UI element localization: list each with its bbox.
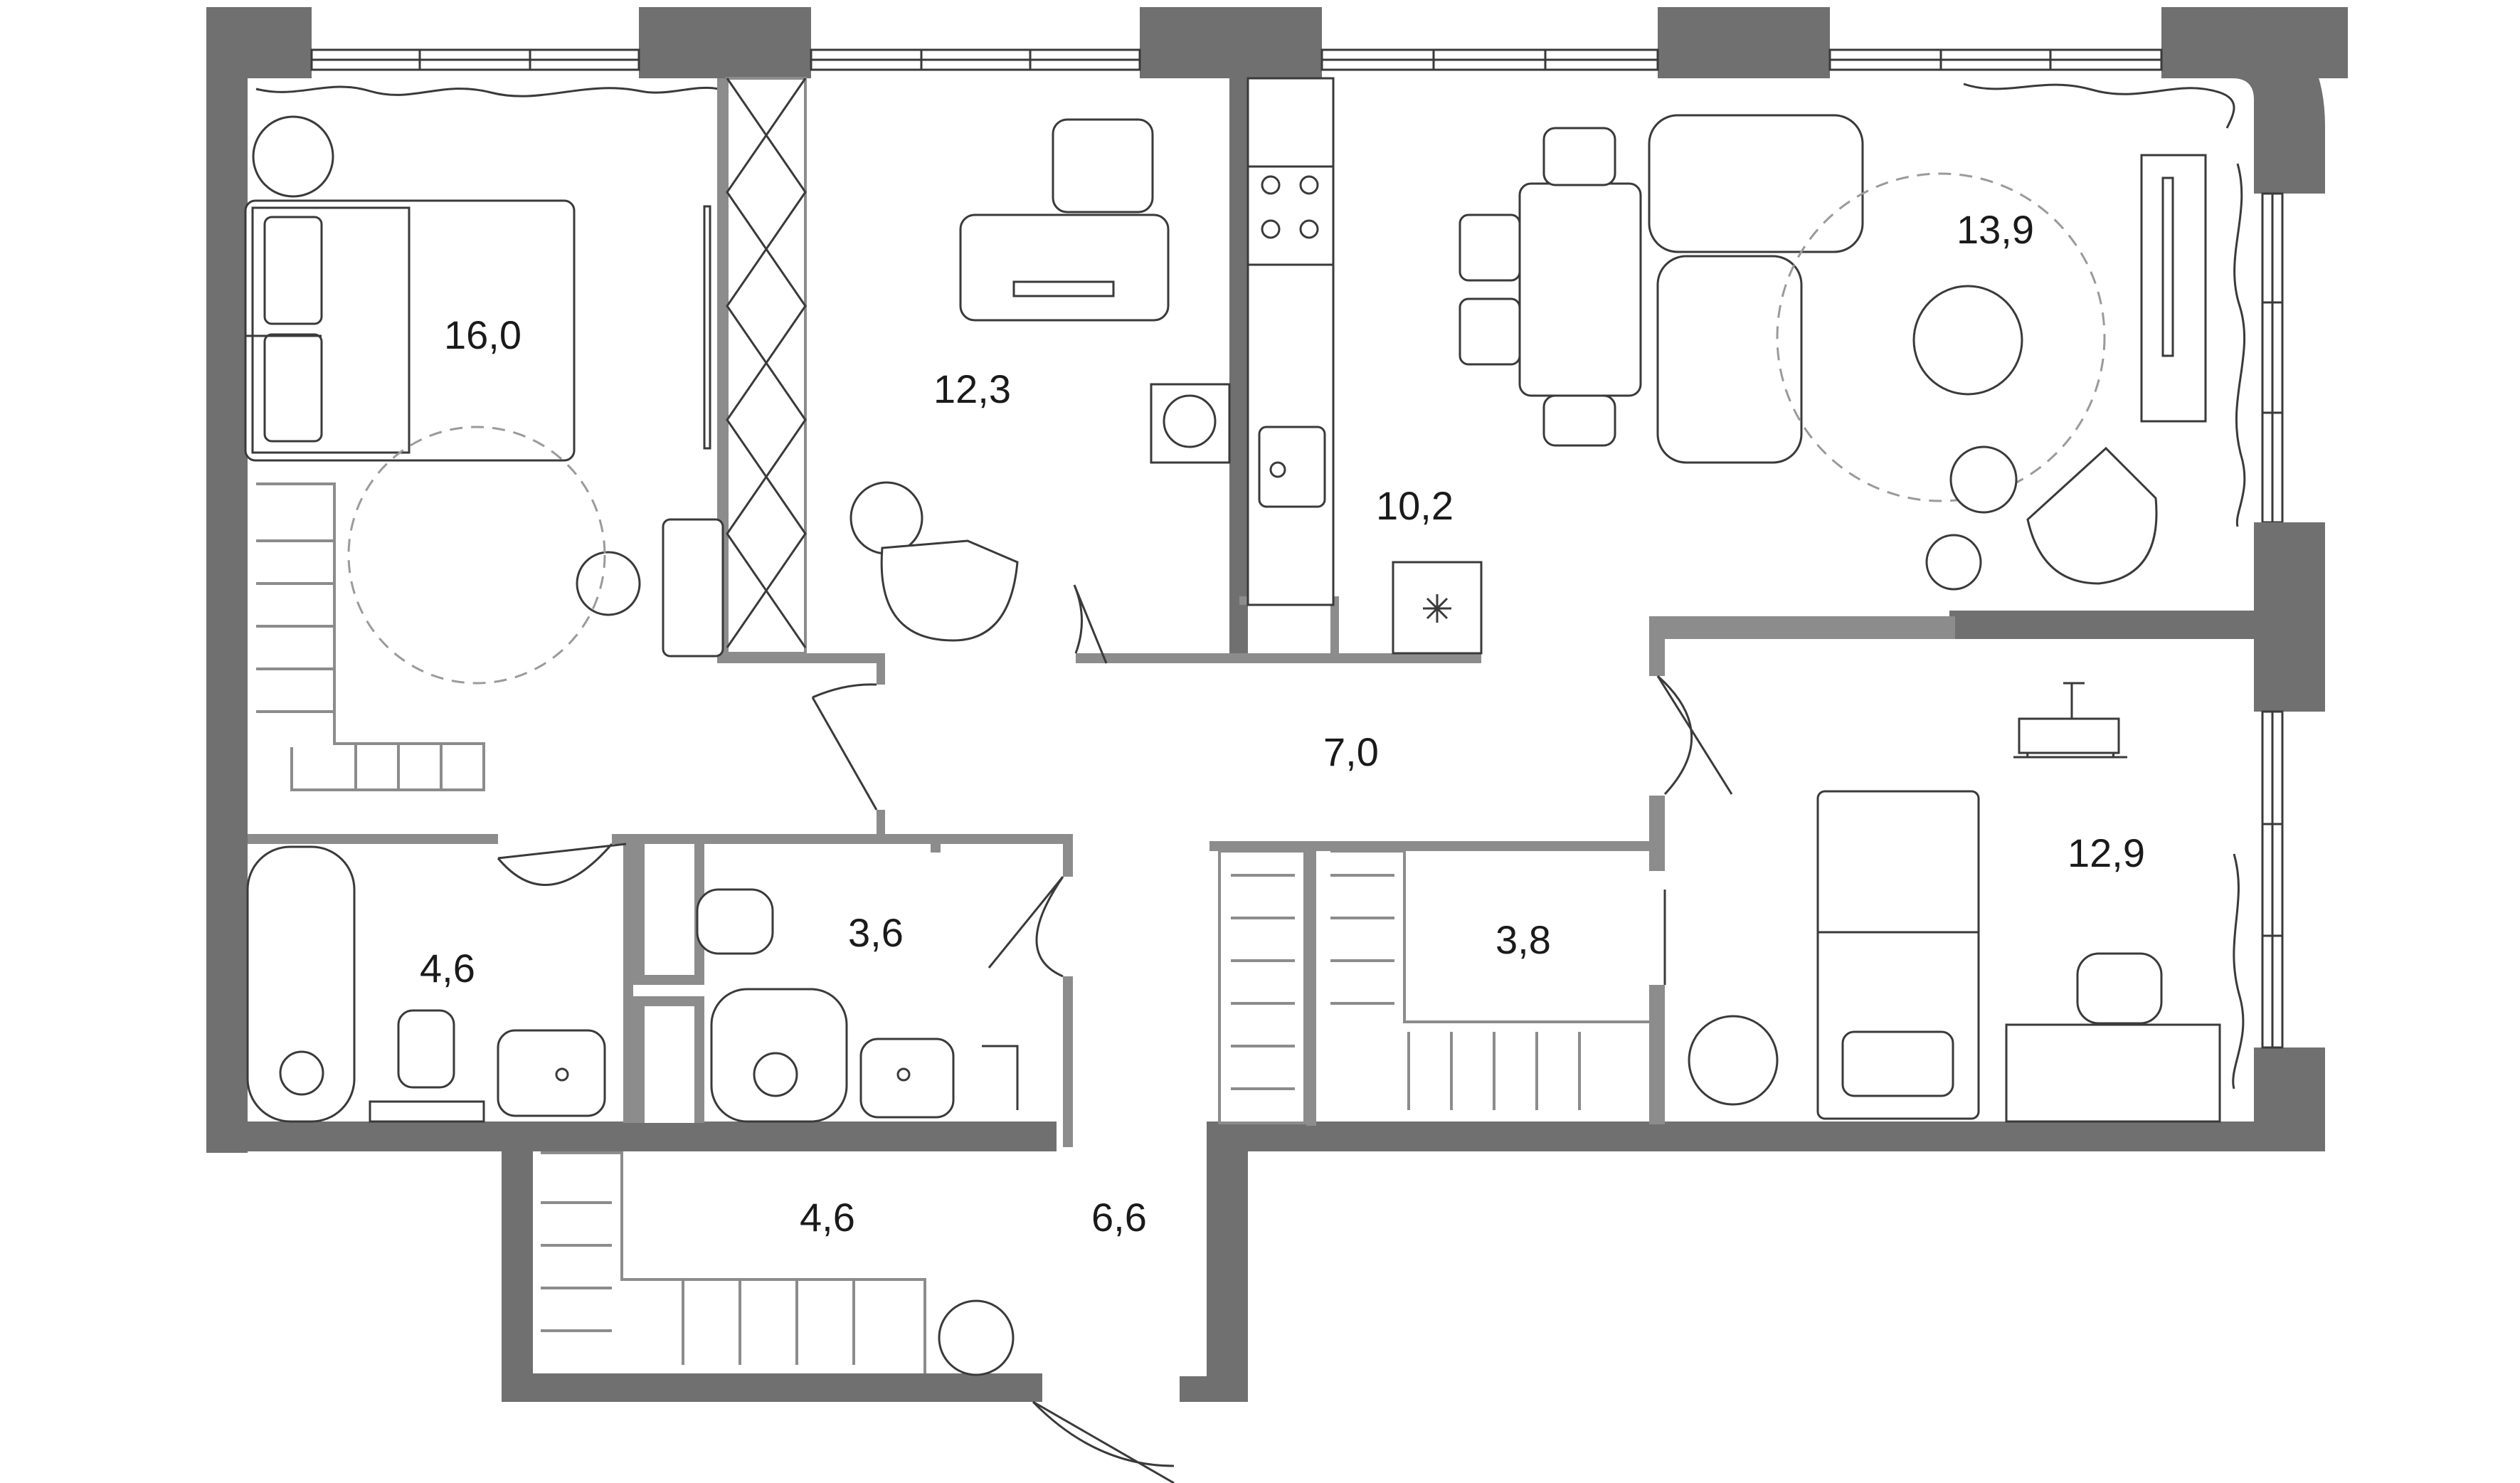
room-area-bedroom-right: 12,9 <box>2068 830 2145 875</box>
wardrobe-right-fixtures <box>1218 850 1649 1124</box>
room-area-kitchen: 10,2 <box>1376 483 1454 528</box>
room-area-bathroom-left: 4,6 <box>420 946 475 991</box>
room-area-bathroom-center: 3,6 <box>848 910 904 955</box>
living-furniture <box>1458 114 2207 591</box>
room-area-bedroom-left: 16,0 <box>444 312 522 357</box>
study-furniture <box>726 78 1231 648</box>
bathroom-left-fixtures <box>246 845 606 1123</box>
area-labels: 16,0 12,3 10,2 13,9 7,0 4,6 3,6 3,8 12,9… <box>420 207 2145 1240</box>
kitchen-furniture <box>1246 77 1483 655</box>
bedroom-right-furniture <box>1688 682 2221 1123</box>
doors <box>497 584 1733 1483</box>
wardrobe-bottom-fixtures <box>541 1151 1015 1376</box>
interior-walls <box>248 77 2325 1147</box>
room-area-living: 13,9 <box>1957 207 2034 252</box>
room-area-study: 12,3 <box>933 366 1011 411</box>
room-area-wardrobe-bottom: 4,6 <box>800 1195 855 1240</box>
room-area-hall: 7,0 <box>1323 729 1379 774</box>
room-area-entrance: 6,6 <box>1091 1195 1147 1240</box>
bathroom-center-fixtures <box>696 888 1019 1123</box>
room-area-wardrobe-right: 3,8 <box>1495 917 1551 962</box>
windows <box>255 7 2325 1089</box>
bedroom-left-furniture <box>244 115 724 790</box>
